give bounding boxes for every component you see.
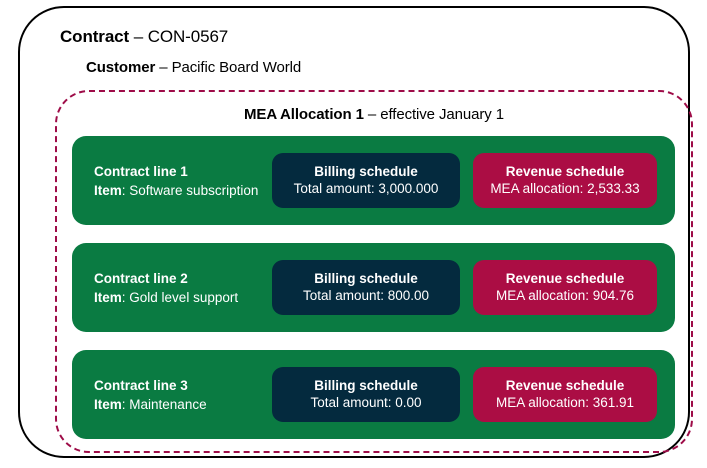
contract-line-row: Contract line 3 Item: Maintenance Billin…	[72, 350, 675, 439]
contract-line-item: Item: Gold level support	[94, 288, 238, 307]
contract-line-item: Item: Software subscription	[94, 181, 258, 200]
revenue-schedule-card: Revenue schedule MEA allocation: 361.91	[473, 367, 657, 422]
contract-line-label: Contract line 3 Item: Maintenance	[94, 376, 207, 414]
item-value: Maintenance	[129, 396, 207, 412]
contract-line-title: Contract line 2	[94, 270, 188, 286]
item-label: Item	[94, 396, 122, 412]
revenue-schedule-card: Revenue schedule MEA allocation: 2,533.3…	[473, 153, 657, 208]
customer-label: Customer	[86, 59, 156, 76]
billing-schedule-card: Billing schedule Total amount: 800.00	[272, 260, 460, 315]
item-value: Software subscription	[129, 182, 259, 198]
contract-value: CON-0567	[147, 27, 229, 46]
item-separator: :	[121, 182, 130, 198]
billing-schedule-value: Total amount: 800.00	[302, 288, 430, 303]
revenue-schedule-title: Revenue schedule	[505, 271, 625, 286]
contract-line-row: Contract line 2 Item: Gold level support…	[72, 243, 675, 332]
contract-separator: –	[129, 27, 148, 46]
mea-allocation-heading: MEA Allocation 1 – effective January 1	[57, 106, 691, 123]
mea-allocation-container: MEA Allocation 1 – effective January 1	[55, 90, 693, 453]
contract-container: Contract – CON-0567 Customer – Pacific B…	[18, 6, 693, 458]
contract-line-row: Contract line 1 Item: Software subscript…	[72, 136, 675, 225]
contract-heading: Contract – CON-0567	[60, 27, 228, 47]
contract-line-label: Contract line 2 Item: Gold level support	[94, 269, 238, 307]
contract-label: Contract	[60, 27, 130, 46]
mea-allocation-separator: –	[363, 106, 381, 123]
revenue-schedule-value: MEA allocation: 361.91	[495, 395, 635, 410]
billing-schedule-card: Billing schedule Total amount: 3,000.000	[272, 153, 460, 208]
customer-value: Pacific Board World	[171, 59, 302, 76]
billing-schedule-value: Total amount: 0.00	[310, 395, 422, 410]
revenue-schedule-title: Revenue schedule	[505, 164, 625, 179]
customer-heading: Customer – Pacific Board World	[86, 59, 301, 76]
customer-separator: –	[155, 59, 172, 76]
billing-schedule-card: Billing schedule Total amount: 0.00	[272, 367, 460, 422]
revenue-schedule-value: MEA allocation: 2,533.33	[490, 181, 640, 196]
billing-schedule-value: Total amount: 3,000.000	[293, 181, 439, 196]
item-label: Item	[94, 289, 122, 305]
mea-allocation-label: MEA Allocation 1	[244, 106, 364, 123]
item-label: Item	[94, 182, 122, 198]
mea-allocation-value: effective January 1	[380, 106, 504, 123]
billing-schedule-title: Billing schedule	[314, 378, 418, 393]
contract-line-item: Item: Maintenance	[94, 395, 207, 414]
contract-line-title: Contract line 3	[94, 377, 188, 393]
item-separator: :	[121, 396, 130, 412]
revenue-schedule-title: Revenue schedule	[505, 378, 625, 393]
item-value: Gold level support	[129, 289, 239, 305]
contract-line-title: Contract line 1	[94, 163, 188, 179]
billing-schedule-title: Billing schedule	[314, 271, 418, 286]
revenue-schedule-card: Revenue schedule MEA allocation: 904.76	[473, 260, 657, 315]
item-separator: :	[121, 289, 130, 305]
revenue-schedule-value: MEA allocation: 904.76	[495, 288, 635, 303]
billing-schedule-title: Billing schedule	[314, 164, 418, 179]
contract-line-label: Contract line 1 Item: Software subscript…	[94, 162, 258, 200]
